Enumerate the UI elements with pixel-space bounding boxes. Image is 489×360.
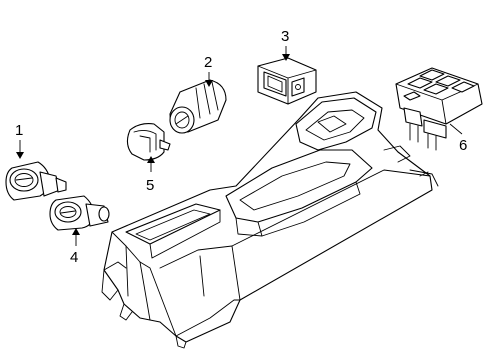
callout-5: 5 <box>146 156 155 194</box>
callout-1: 1 <box>15 122 24 159</box>
callout-6: 6 <box>449 123 467 154</box>
callout-2-label: 2 <box>204 54 212 71</box>
part-5-socket-cover <box>126 123 171 161</box>
callout-6-label: 6 <box>459 137 467 154</box>
center-console <box>101 91 439 349</box>
part-4-usb-socket <box>49 195 110 231</box>
callout-4: 4 <box>70 228 80 266</box>
callout-1-label: 1 <box>15 122 23 139</box>
callout-2: 2 <box>204 54 213 87</box>
part-2-lighter-element <box>169 79 227 134</box>
part-1-power-socket <box>5 161 67 201</box>
callout-3-label: 3 <box>281 28 289 45</box>
callout-5-label: 5 <box>146 177 154 194</box>
part-3-usb-module <box>257 57 317 105</box>
part-6-switch-assembly <box>395 67 483 151</box>
callout-4-label: 4 <box>70 249 78 266</box>
callout-3: 3 <box>281 28 290 61</box>
